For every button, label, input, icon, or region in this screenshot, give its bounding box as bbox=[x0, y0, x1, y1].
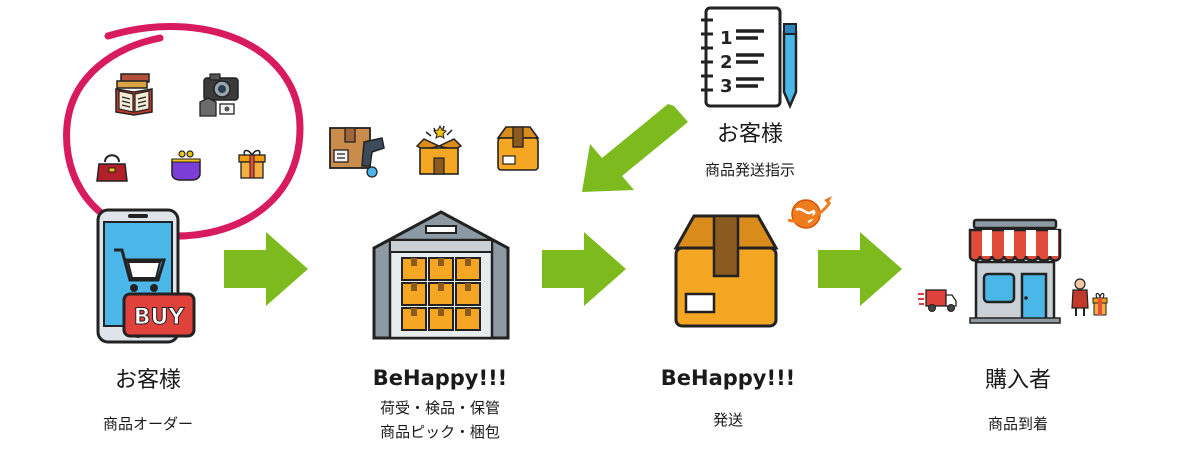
arrow-1 bbox=[224, 232, 308, 306]
buy-badge-text: BUY bbox=[134, 305, 186, 330]
globe-plane-icon bbox=[787, 196, 832, 229]
step-buyer-title: 購入者 bbox=[984, 368, 1051, 393]
step-warehouse-sub-1: 荷受・検品・保管 bbox=[379, 399, 500, 417]
book-icon bbox=[115, 73, 153, 116]
camera-icon bbox=[199, 73, 239, 117]
arrow-2 bbox=[542, 232, 626, 306]
delivery-truck-icon bbox=[918, 289, 957, 312]
box-scanner-icon bbox=[329, 127, 385, 178]
step-warehouse-title: BeHappy!!! bbox=[372, 366, 508, 390]
warehouse-icon bbox=[372, 210, 510, 340]
step-customer: お客様 商品オーダー bbox=[60, 362, 236, 436]
gift-icon bbox=[238, 149, 266, 179]
open-box-icon bbox=[415, 124, 463, 175]
arrow-3 bbox=[818, 232, 902, 306]
step-customer-sub: 商品オーダー bbox=[102, 415, 193, 433]
checklist-number-1: 1 bbox=[720, 28, 733, 49]
step-shipping: BeHappy!!! 発送 bbox=[640, 366, 816, 432]
checklist-number-3: 3 bbox=[720, 76, 733, 97]
checklist-number-2: 2 bbox=[720, 52, 733, 73]
closed-box-small-icon bbox=[496, 126, 540, 171]
shop-icon bbox=[968, 218, 1062, 324]
instruction-label: お客様 商品発送指示 bbox=[660, 116, 840, 182]
step-shipping-sub: 発送 bbox=[712, 411, 743, 429]
instruction-arrow bbox=[582, 104, 688, 192]
instruction-sub: 商品発送指示 bbox=[704, 161, 795, 179]
handbag-icon bbox=[96, 154, 128, 182]
checklist-icon: 1 2 3 bbox=[701, 6, 798, 110]
recipient-person-icon bbox=[1071, 278, 1108, 316]
shipping-box-icon bbox=[673, 214, 779, 328]
step-shipping-title: BeHappy!!! bbox=[660, 366, 796, 390]
step-warehouse: BeHappy!!! 荷受・検品・保管 商品ピック・梱包 bbox=[350, 366, 530, 444]
instruction-title: お客様 bbox=[716, 122, 783, 147]
step-warehouse-sub-2: 商品ピック・梱包 bbox=[380, 423, 500, 441]
purse-icon bbox=[171, 150, 201, 181]
step-buyer: 購入者 商品到着 bbox=[930, 362, 1106, 436]
step-buyer-sub: 商品到着 bbox=[987, 415, 1048, 433]
step-customer-title: お客様 bbox=[114, 368, 181, 393]
smartphone-buy-icon: BUY bbox=[96, 208, 196, 344]
